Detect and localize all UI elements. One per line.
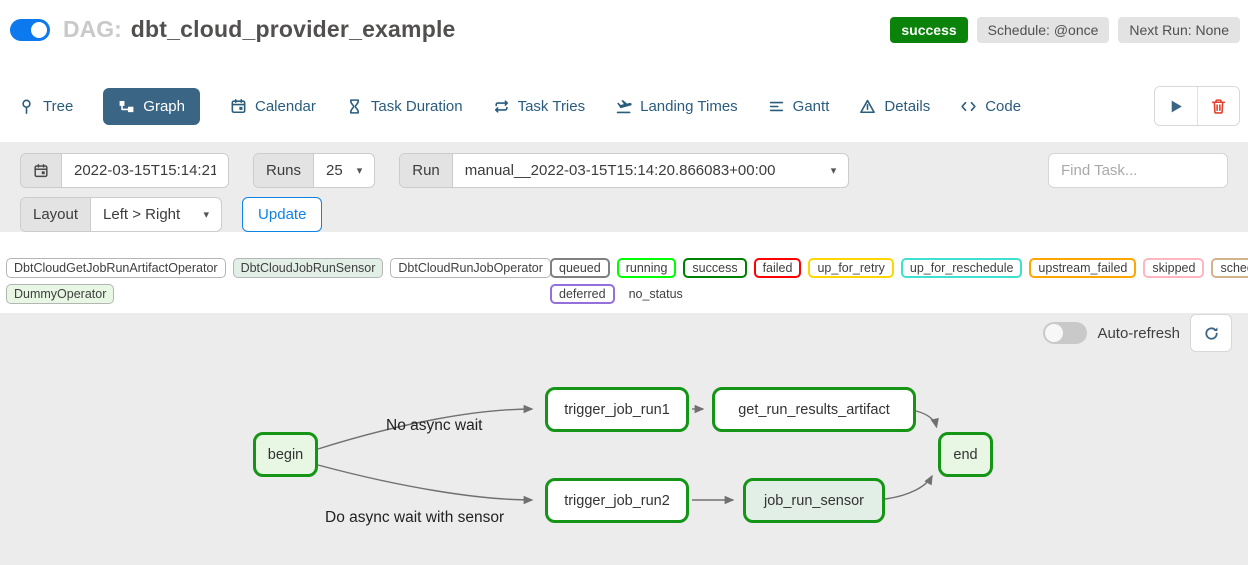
runs-group: Runs 25 ▾ xyxy=(253,153,376,188)
legend: DbtCloudGetJobRunArtifactOperator DbtClou… xyxy=(6,252,1248,310)
chevron-down-icon: ▾ xyxy=(830,165,837,177)
calendar-icon xyxy=(230,98,247,115)
status-legend-badge: up_for_retry xyxy=(808,258,894,278)
layout-select[interactable]: Left > Right ▾ xyxy=(91,198,221,231)
trash-icon xyxy=(1211,98,1226,114)
task-node-begin[interactable]: begin xyxy=(253,432,318,477)
code-icon xyxy=(960,98,977,115)
tree-icon xyxy=(18,98,35,115)
tab-label: Gantt xyxy=(792,97,830,115)
update-button[interactable]: Update xyxy=(242,197,323,232)
find-task-input[interactable] xyxy=(1048,153,1228,188)
tab-label: Calendar xyxy=(255,97,316,115)
edge-label-no-async: No async wait xyxy=(386,417,483,434)
chevron-down-icon: ▾ xyxy=(203,209,210,221)
refresh-button[interactable] xyxy=(1190,314,1232,352)
base-date-input[interactable] xyxy=(62,154,228,187)
status-badge: success xyxy=(890,16,968,43)
operator-legend: DbtCloudGetJobRunArtifactOperator DbtClou… xyxy=(6,252,551,310)
play-icon xyxy=(1171,100,1182,112)
status-legend-badge: no_status xyxy=(628,287,683,301)
num-runs-select[interactable]: 25 ▾ xyxy=(314,154,374,187)
task-node-job-run-sensor[interactable]: job_run_sensor xyxy=(743,478,885,523)
toggle-knob xyxy=(1045,324,1064,342)
base-date-group xyxy=(20,153,229,188)
tab-label: Landing Times xyxy=(640,97,738,115)
dag-prefix-label: DAG: xyxy=(63,16,122,42)
tab-details[interactable]: Details xyxy=(859,88,930,125)
auto-refresh-controls: Auto-refresh xyxy=(1043,314,1232,352)
calendar-picker-button[interactable] xyxy=(21,154,62,187)
trigger-dag-button[interactable] xyxy=(1155,87,1197,125)
operator-legend-badge: DbtCloudRunJobOperator xyxy=(390,258,551,278)
auto-refresh-label: Auto-refresh xyxy=(1097,324,1180,342)
chevron-down-icon: ▾ xyxy=(356,165,363,177)
tab-calendar[interactable]: Calendar xyxy=(230,88,316,125)
tab-label: Task Tries xyxy=(517,97,586,115)
status-legend-badge: success xyxy=(683,258,747,278)
operator-legend-badge: DbtCloudGetJobRunArtifactOperator xyxy=(6,258,226,278)
details-icon xyxy=(859,98,876,115)
gantt-icon xyxy=(768,98,785,115)
tab-landing-times[interactable]: Landing Times xyxy=(615,88,738,125)
dag-header: DAG: dbt_cloud_provider_example success … xyxy=(10,16,1240,43)
graph-icon xyxy=(118,98,135,115)
delete-dag-button[interactable] xyxy=(1197,87,1239,125)
dag-action-buttons xyxy=(1154,86,1240,126)
tab-label: Task Duration xyxy=(370,97,463,115)
tab-gantt[interactable]: Gantt xyxy=(768,88,830,125)
tab-task-duration[interactable]: Task Duration xyxy=(346,88,463,125)
num-runs-value: 25 xyxy=(326,162,343,179)
next-run-badge: Next Run: None xyxy=(1118,16,1240,43)
task-node-end[interactable]: end xyxy=(938,432,993,477)
view-tabbar: Tree Graph Calendar Task Duration Task Tries… xyxy=(18,86,1240,126)
graph-panel: Auto-refresh No async wait Do async wait… xyxy=(0,313,1248,565)
auto-refresh-toggle[interactable] xyxy=(1043,322,1088,344)
tab-tree[interactable]: Tree xyxy=(18,88,73,125)
toggle-knob xyxy=(31,21,47,38)
tab-label: Tree xyxy=(43,97,74,115)
filter-bar: Runs 25 ▾ Run manual__2022-03-15T15:14:2… xyxy=(0,142,1248,232)
status-legend-badge: scheduled xyxy=(1211,258,1248,278)
tab-label: Graph xyxy=(143,97,185,115)
layout-group: Layout Left > Right ▾ xyxy=(20,197,223,232)
status-legend-badge: queued xyxy=(550,258,610,278)
layout-label: Layout xyxy=(21,198,92,231)
edge-label-async-sensor: Do async wait with sensor xyxy=(325,509,505,526)
task-node-get-run-results-artifact[interactable]: get_run_results_artifact xyxy=(712,387,916,432)
landing-icon xyxy=(615,98,632,115)
schedule-badge: Schedule: @once xyxy=(976,16,1110,43)
status-legend-badge: running xyxy=(616,258,677,278)
status-legend-badge: skipped xyxy=(1143,258,1205,278)
dag-run-value: manual__2022-03-15T15:14:20.866083+00:00 xyxy=(464,162,776,179)
operator-legend-badge: DbtCloudJobRunSensor xyxy=(232,258,384,278)
page-title: dbt_cloud_provider_example xyxy=(130,16,456,42)
retry-icon xyxy=(493,98,510,115)
status-legend-badge: up_for_reschedule xyxy=(900,258,1023,278)
tab-code[interactable]: Code xyxy=(960,88,1021,125)
status-legend: queued running success failed up_for_retry up… xyxy=(550,252,1248,310)
tab-task-tries[interactable]: Task Tries xyxy=(493,88,586,125)
tab-label: Details xyxy=(884,97,931,115)
tab-label: Code xyxy=(985,97,1022,115)
refresh-icon xyxy=(1204,326,1218,340)
status-legend-badge: deferred xyxy=(550,284,615,304)
dag-pause-toggle[interactable] xyxy=(10,18,50,41)
task-node-trigger-job-run1[interactable]: trigger_job_run1 xyxy=(545,387,689,432)
tab-graph[interactable]: Graph xyxy=(103,87,200,125)
run-group: Run manual__2022-03-15T15:14:20.866083+0… xyxy=(399,153,850,188)
status-legend-badge: failed xyxy=(753,258,802,278)
layout-value: Left > Right xyxy=(103,206,181,223)
dag-run-select[interactable]: manual__2022-03-15T15:14:20.866083+00:00… xyxy=(453,154,849,187)
calendar-icon xyxy=(34,163,48,177)
operator-legend-badge: DummyOperator xyxy=(6,284,115,304)
task-node-trigger-job-run2[interactable]: trigger_job_run2 xyxy=(545,478,689,523)
run-label: Run xyxy=(400,154,453,187)
runs-label: Runs xyxy=(254,154,315,187)
hourglass-icon xyxy=(346,98,363,115)
status-legend-badge: upstream_failed xyxy=(1029,258,1137,278)
